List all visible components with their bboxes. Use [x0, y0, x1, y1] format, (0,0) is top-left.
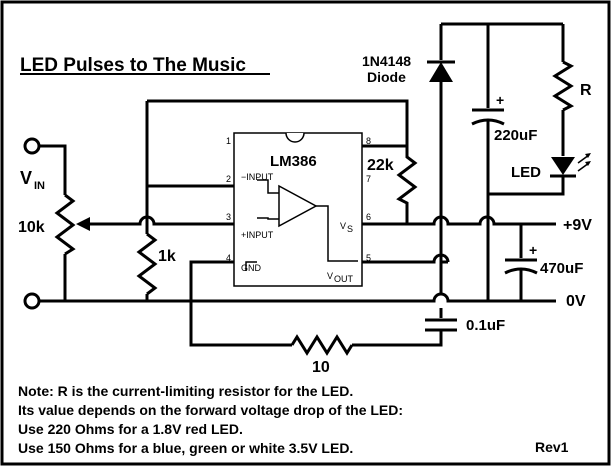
- pin-label-minus-input: −INPUT: [241, 172, 274, 182]
- pin5-number: 5: [366, 253, 371, 263]
- led-triangle: [551, 157, 575, 175]
- pot-zigzag: [54, 193, 76, 256]
- pin2-number: 2: [226, 174, 231, 184]
- cap220-plus: +: [496, 92, 504, 108]
- note-line-3: Use 220 Ohms for a 1.8V red LED.: [18, 421, 243, 437]
- diode-label-line2: Diode: [367, 69, 406, 85]
- wire-top-22k: [147, 99, 409, 119]
- opamp-plus-lead: [257, 217, 279, 220]
- pot-wiper-arrow: [76, 217, 90, 231]
- wire-wiper-to-pin3: [98, 215, 257, 226]
- r1k-label: 1k: [158, 248, 176, 265]
- note-line-1: Note: R is the current-limiting resistor…: [18, 383, 353, 399]
- led-branch: [488, 24, 591, 196]
- pin8-number: 8: [366, 136, 371, 146]
- pin7-number: 7: [366, 174, 371, 184]
- resistor-1k-zigzag: [136, 232, 158, 296]
- diode-label-line1: 1N4148: [362, 53, 411, 69]
- cap470-plus: +: [529, 242, 537, 258]
- cap220-label: 220uF: [494, 127, 537, 144]
- cap01-lower-lead: [352, 330, 443, 347]
- note-block: Note: R is the current-limiting resistor…: [18, 383, 403, 456]
- pin1-number: 1: [226, 136, 231, 146]
- led-ray-arrow-1: [585, 153, 591, 158]
- pin6-number: 6: [366, 212, 371, 222]
- diode-1n4148: [427, 24, 455, 295]
- vin-terminals: [23, 137, 140, 310]
- led-cathode-wire: [488, 176, 565, 196]
- revision-label: Rev1: [535, 439, 569, 455]
- ic-notch: [285, 132, 305, 143]
- pin-label-plus-input: +INPUT: [241, 230, 274, 240]
- wire-plus9v-rail: [362, 215, 556, 226]
- r22k-label: 22k: [367, 157, 394, 174]
- pin-label-vout-sub: OUT: [334, 274, 354, 284]
- opamp-triangle: [278, 184, 318, 228]
- r10-label: 10: [312, 359, 330, 376]
- pin-label-vout: V: [327, 271, 333, 281]
- wire-pin4-to-10ohm: [189, 260, 292, 347]
- vin-subscript: IN: [34, 180, 45, 192]
- cap470-label: 470uF: [540, 260, 583, 277]
- note-line-4: Use 150 Ohms for a blue, green or white …: [18, 440, 353, 456]
- pin-label-vs: V: [340, 221, 346, 231]
- ic-name: LM386: [270, 153, 317, 170]
- pin3-number: 3: [226, 212, 231, 222]
- led-r-label: R: [580, 82, 592, 99]
- vin-label: V: [20, 168, 32, 188]
- diagram-title: LED Pulses to The Music: [20, 55, 246, 76]
- vin-terminal-top: [23, 137, 41, 155]
- capacitor-220uf: [471, 24, 505, 301]
- cap01-label: 0.1uF: [466, 317, 505, 334]
- pin4-number: 4: [226, 253, 231, 263]
- pot-label: 10k: [18, 219, 45, 236]
- opamp-minus-lead: [257, 179, 279, 194]
- led-label: LED: [511, 164, 541, 181]
- lm386-chip: LM386 1 2 3 4 5 6 7 8 −INPUT +INPUT GND …: [226, 132, 371, 287]
- capacitor-0-1uf: [352, 262, 457, 347]
- capacitor-470uf: [504, 224, 538, 301]
- resistor-10ohm: [290, 334, 354, 356]
- pin-label-vs-sub: S: [347, 224, 353, 234]
- note-line-2: Its value depends on the forward voltage…: [18, 402, 403, 418]
- led-ray-arrow-2: [585, 161, 591, 166]
- cap220-plate-bottom: [471, 118, 505, 126]
- opamp-output-lead: [316, 205, 358, 262]
- resistor-22k: [362, 119, 418, 224]
- diode-triangle: [429, 62, 453, 82]
- zero-v-label: 0V: [566, 293, 586, 310]
- pin-label-gnd: GND: [241, 263, 262, 273]
- led-r-zigzag: [552, 60, 575, 112]
- cap470-plate-bottom: [504, 267, 538, 275]
- gnd-pin-lead: [245, 261, 257, 271]
- potentiometer-10k: [54, 193, 98, 301]
- resistor-10-zigzag: [290, 334, 354, 356]
- vin-terminal-bottom: [23, 292, 41, 310]
- wire-vin-to-pot: [39, 144, 67, 195]
- plus9v-label: +9V: [563, 217, 592, 234]
- resistor-22k-zigzag: [396, 146, 418, 224]
